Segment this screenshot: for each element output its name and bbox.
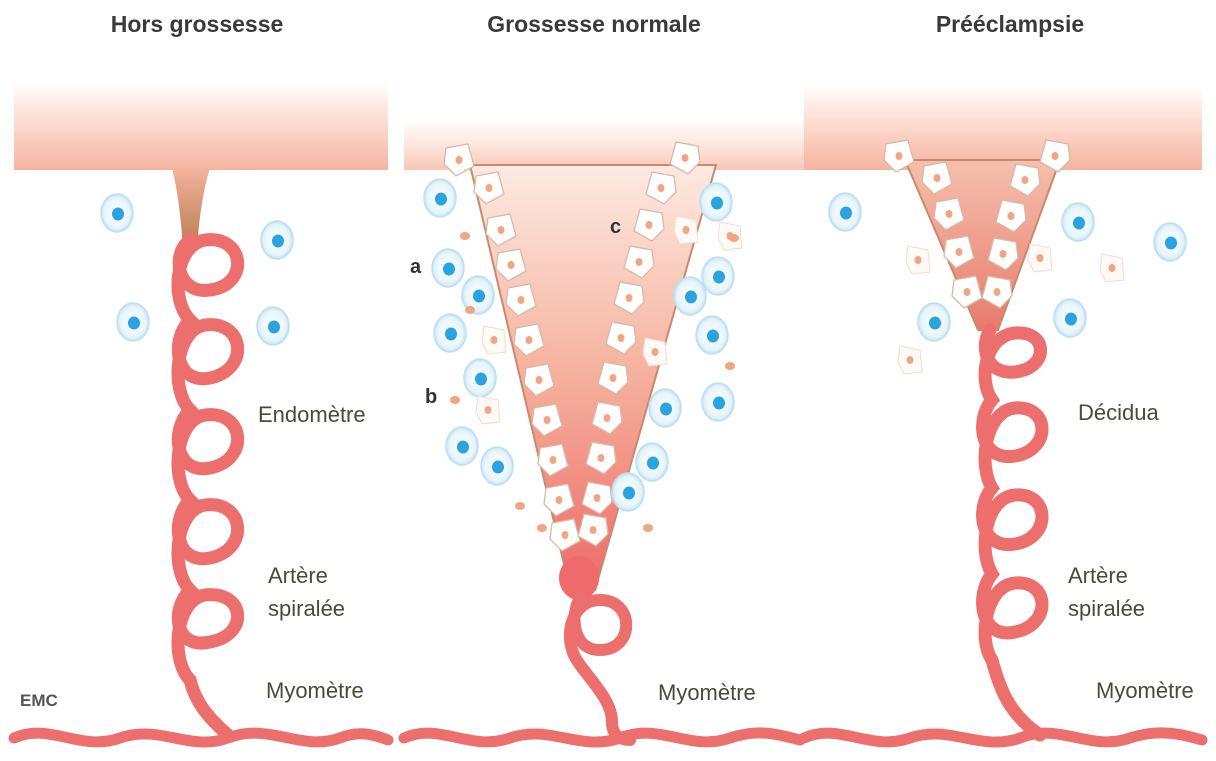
trophoblast-dot — [537, 524, 547, 532]
nk-cell — [702, 383, 734, 421]
trophoblast-cell — [444, 144, 474, 176]
interstitial-trophoblast — [1100, 254, 1124, 282]
label-myometre: Myomètre — [658, 680, 756, 705]
panel-grossesse-normale: a b c Myomètre — [404, 118, 804, 742]
interstitial-trophoblast — [898, 346, 922, 374]
trophoblast-dot — [643, 524, 653, 532]
emc-logo: EMC — [20, 691, 58, 710]
nk-cell — [918, 303, 950, 341]
panel-2-title: Grossesse normale — [487, 11, 701, 37]
nk-cell — [829, 193, 861, 231]
myometrium-line — [804, 733, 1202, 742]
nk-cell — [101, 194, 133, 232]
label-endometre: Endomètre — [258, 402, 366, 427]
trophoblast-dot — [465, 306, 475, 314]
nk-cell — [636, 443, 668, 481]
trophoblast-dot — [725, 362, 735, 370]
nk-cell — [117, 303, 149, 341]
nk-cell — [649, 389, 681, 427]
nk-cell — [446, 427, 478, 465]
panel-preeclampsie: Décidua Artère spiralée Myomètre — [804, 84, 1202, 742]
panel-1-title: Hors grossesse — [111, 11, 284, 37]
interstitial-trophoblast — [476, 396, 500, 424]
nk-cell — [674, 277, 706, 315]
interstitial-trophoblast — [643, 338, 667, 366]
trophoblast-dot — [450, 396, 460, 404]
nk-cell — [434, 314, 466, 352]
nk-cell — [432, 249, 464, 287]
label-spiralee: spiralée — [1068, 596, 1145, 621]
trophoblast-dot — [515, 502, 525, 510]
panel-hors-grossesse: Endomètre Artère spiralée Myomètre EMC — [14, 82, 388, 742]
nk-cell — [702, 257, 734, 295]
label-a: a — [410, 256, 422, 278]
label-myometre: Myomètre — [266, 678, 364, 703]
nk-cell — [1154, 223, 1186, 261]
spiral-artery — [178, 240, 238, 735]
label-decidua: Décidua — [1078, 400, 1159, 425]
decidua-surface — [804, 84, 1202, 170]
nk-cell — [481, 447, 513, 485]
trophoblast-dot — [729, 234, 739, 242]
interstitial-trophoblast — [906, 246, 930, 274]
interstitial-trophoblast — [482, 326, 506, 354]
myometrium-line — [404, 733, 800, 742]
endometrium-surface — [14, 82, 388, 170]
nk-cell — [261, 221, 293, 259]
spiral-artery — [983, 330, 1042, 735]
label-myometre: Myomètre — [1096, 678, 1194, 703]
nk-cell — [700, 183, 732, 221]
spiral-artery — [570, 598, 630, 740]
nk-cell — [696, 316, 728, 354]
nk-cell — [612, 473, 644, 511]
interstitial-trophoblast — [674, 216, 698, 244]
label-artere: Artère — [268, 563, 328, 588]
nk-cell — [1054, 299, 1086, 337]
label-c: c — [610, 216, 621, 238]
label-b: b — [425, 386, 437, 408]
label-artere: Artère — [1068, 563, 1128, 588]
trophoblast-dot — [460, 232, 470, 240]
nk-cell — [1062, 203, 1094, 241]
nk-cell — [257, 307, 289, 345]
myometrium-line — [14, 733, 388, 742]
label-spiralee: spiralée — [268, 596, 345, 621]
interstitial-trophoblast — [1028, 244, 1052, 272]
panel-3-title: Prééclampsie — [936, 11, 1084, 37]
nk-cell — [464, 359, 496, 397]
nk-cell — [424, 179, 456, 217]
